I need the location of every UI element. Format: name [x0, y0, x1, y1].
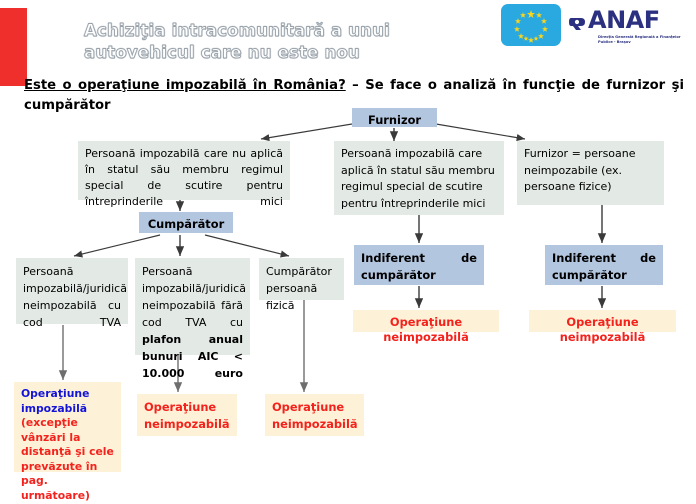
slide-canvas: Achiziţia intracomunitară a unui autoveh… — [0, 4, 692, 502]
node-branch-left-label: Persoană impozabilă care nu aplică în st… — [85, 147, 283, 208]
node-buyer-2-emphasis: plafon anual bunuri AIC < 10.000 euro — [142, 333, 243, 381]
anaf-mark-icon — [568, 12, 586, 30]
node-buyer-2[interactable]: Persoană impozabilă/juridică neimpozabil… — [135, 258, 250, 380]
result-box-1-primary: Operaţiune impozabilă — [21, 387, 90, 415]
node-indiferent-middle-label: Indiferent de cumpărător — [361, 251, 477, 283]
result-box-5-label: Operaţiune neimpozabilă — [559, 315, 646, 345]
node-furnizor[interactable]: Furnizor — [352, 108, 437, 127]
node-buyer-1-label: Persoană impozabilă/juridică neimpozabil… — [23, 265, 127, 330]
node-buyer-2-label: Persoană impozabilă/juridică neimpozabil… — [142, 265, 246, 330]
node-branch-right[interactable]: Furnizor = persoane neimpozabile (ex. pe… — [517, 141, 664, 205]
subtitle-rest: – Se face o analiză în funcţie de furniz… — [24, 78, 684, 114]
node-branch-middle-label: Persoană impozabilă care aplică în statu… — [341, 147, 495, 210]
result-box-4[interactable]: Operaţiune neimpozabilă — [353, 310, 499, 344]
node-buyer-1[interactable]: Persoană impozabilă/juridică neimpozabil… — [16, 258, 128, 329]
result-box-2-label: Operaţiune neimpozabilă — [144, 400, 230, 431]
node-buyer-3[interactable]: Cumpărător persoană fizică — [259, 258, 344, 312]
node-branch-right-label: Furnizor = persoane neimpozabile (ex. pe… — [524, 147, 636, 193]
anaf-text: ANAF — [588, 6, 660, 34]
node-furnizor-label: Furnizor — [367, 113, 422, 127]
result-box-1[interactable]: Operaţiune impozabilă (excepţie vânzări … — [14, 382, 121, 502]
page-title: Achiziţia intracomunitară a unui autoveh… — [84, 21, 391, 63]
anaf-subtitle: Direcţia Generală Regională a Finanţelor… — [598, 35, 681, 45]
result-box-1-note: (excepţie vânzări la distanţă şi cele pr… — [21, 416, 114, 502]
node-cumparator[interactable]: Cumpărător — [139, 212, 233, 233]
result-box-5[interactable]: Operaţiune neimpozabilă — [529, 310, 676, 344]
node-indiferent-middle[interactable]: Indiferent de cumpărător — [354, 245, 484, 285]
result-box-4-label: Operaţiune neimpozabilă — [383, 315, 469, 345]
result-box-3-label: Operaţiune neimpozabilă — [272, 400, 358, 431]
node-branch-middle[interactable]: Persoană impozabilă care aplică în statu… — [334, 141, 504, 215]
node-buyer-3-label: Cumpărător persoană fizică — [266, 265, 332, 313]
node-cumparator-label: Cumpărător — [147, 217, 225, 231]
anaf-logo: ANAF Direcţia Generală Regională a Finan… — [568, 8, 692, 48]
result-box-3[interactable]: Operaţiune neimpozabilă — [265, 394, 364, 436]
node-indiferent-right[interactable]: Indiferent de cumpărător — [545, 245, 663, 285]
result-box-2[interactable]: Operaţiune neimpozabilă — [137, 394, 237, 436]
red-accent-bar — [0, 8, 27, 86]
node-branch-left[interactable]: Persoană impozabilă care nu aplică în st… — [78, 141, 290, 208]
node-indiferent-right-label: Indiferent de cumpărător — [552, 251, 656, 283]
subtitle-question: Este o operaţiune impozabilă în România?… — [24, 76, 684, 117]
eu-flag-icon — [501, 4, 561, 46]
subtitle-underlined: Este o operaţiune impozabilă în România? — [24, 78, 346, 93]
anaf-wordmark: ANAF — [568, 8, 692, 32]
